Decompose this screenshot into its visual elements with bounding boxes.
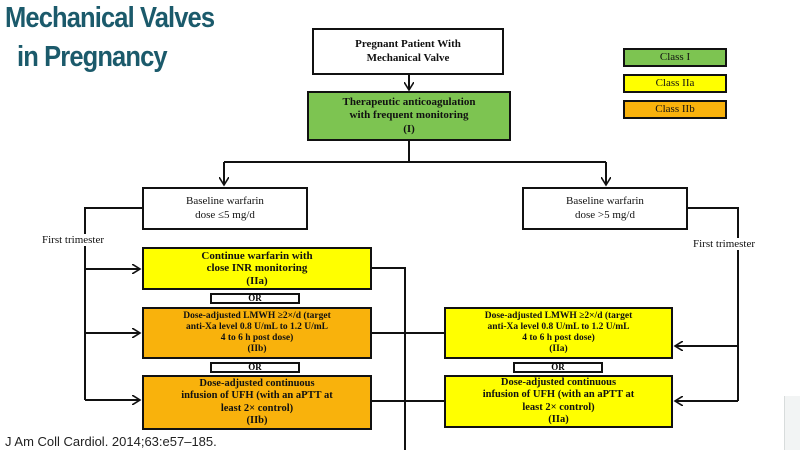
anticoagulation-box: Therapeutic anticoagulation with frequen…: [307, 91, 511, 141]
left-option-continue-warfarin: Continue warfarin with close INR monitor…: [142, 247, 372, 290]
option-line2: anti-Xa level 0.8 U/mL to 1.2 U/mL: [186, 322, 328, 333]
right-baseline-box: Baseline warfarin dose >5 mg/d: [522, 187, 688, 230]
option-line2: anti-Xa level 0.8 U/mL to 1.2 U/mL: [487, 322, 630, 333]
option-line1: Continue warfarin with: [201, 250, 313, 263]
left-baseline-line1: Baseline warfarin: [186, 195, 264, 208]
option-line3: 4 to 6 h post dose): [522, 333, 595, 343]
legend-label: Class IIa: [655, 76, 695, 89]
option-class: (IIa): [549, 343, 568, 354]
left-first-trimester-label: First trimester: [42, 234, 105, 246]
right-baseline-line2: dose >5 mg/d: [575, 208, 635, 221]
legend-class-iib: Class IIb: [623, 100, 727, 119]
option-line1: Dose-adjusted LMWH ≥2×/d (target: [183, 311, 331, 322]
option-line1: Dose-adjusted LMWH ≥2×/d (target: [484, 311, 633, 322]
right-first-trimester-label: First trimester: [693, 238, 756, 250]
option-line1: Dose-adjusted continuous: [500, 377, 617, 389]
corner-decoration: [784, 396, 800, 450]
slide-title-line2: in Pregnancy: [17, 41, 168, 73]
left-option-lmwh: Dose-adjusted LMWH ≥2×/d (target anti-Xa…: [142, 307, 372, 359]
option-line2: close INR monitoring: [206, 262, 308, 275]
right-option-ufh: Dose-adjusted continuous infusion of UFH…: [444, 375, 673, 428]
option-line2: infusion of UFH (with an aPTT at: [181, 390, 333, 402]
anticoag-line1: Therapeutic anticoagulation: [342, 96, 476, 109]
left-baseline-box: Baseline warfarin dose ≤5 mg/d: [142, 187, 308, 230]
legend-class-iia: Class IIa: [623, 74, 727, 93]
start-line2: Mechanical Valve: [366, 51, 450, 64]
option-class: (IIb): [246, 414, 268, 426]
anticoag-line2: with frequent monitoring: [349, 109, 469, 122]
left-baseline-line2: dose ≤5 mg/d: [195, 208, 255, 221]
option-class: (IIa): [246, 274, 268, 287]
left-option-ufh: Dose-adjusted continuous infusion of UFH…: [142, 375, 372, 430]
or-divider: OR: [513, 362, 603, 373]
or-divider: OR: [210, 293, 300, 304]
start-line1: Pregnant Patient With: [355, 38, 461, 51]
option-line3: least 2× control): [522, 401, 595, 413]
legend-label: Class I: [659, 50, 691, 63]
option-line1: Dose-adjusted continuous: [199, 378, 315, 390]
option-line3: 4 to 6 h post dose): [220, 333, 294, 343]
option-line3: least 2× control): [220, 402, 294, 414]
right-baseline-line1: Baseline warfarin: [566, 195, 644, 208]
right-option-lmwh: Dose-adjusted LMWH ≥2×/d (target anti-Xa…: [444, 307, 673, 359]
slide-title-line1: Mechanical Valves: [5, 2, 215, 34]
start-box-pregnant-patient: Pregnant Patient With Mechanical Valve: [312, 28, 504, 75]
option-class: (IIa): [548, 413, 569, 425]
legend-class-i: Class I: [623, 48, 727, 67]
option-class: (IIb): [247, 343, 267, 354]
legend-label: Class IIb: [655, 102, 695, 115]
or-divider: OR: [210, 362, 300, 373]
anticoag-class: (I): [403, 122, 415, 135]
option-line2: infusion of UFH (with an aPTT at: [482, 389, 635, 401]
citation: J Am Coll Cardiol. 2014;63:e57–185.: [5, 434, 217, 449]
